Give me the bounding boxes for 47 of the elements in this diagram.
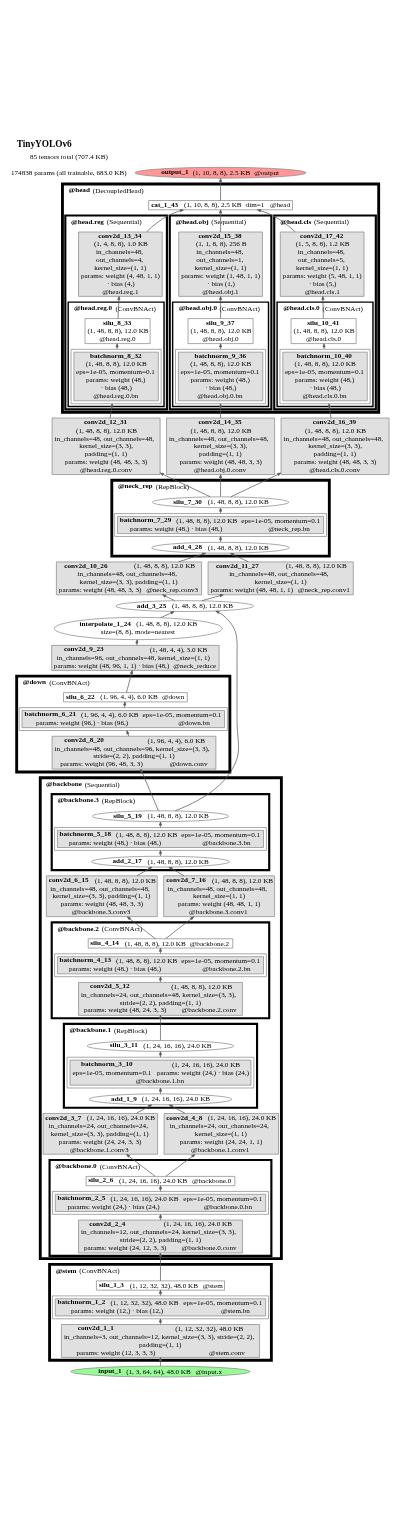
arrow [174,610,239,811]
arrow [159,976,162,983]
arrow [219,342,223,350]
arrow [219,473,223,497]
arrow [159,947,162,954]
arrow [219,295,223,319]
arrow [109,402,114,418]
diagram-title: TinyYOLOv6 [16,138,72,149]
arrow [126,915,156,939]
arrow [159,1318,162,1325]
arrow [219,402,223,418]
arrow [159,472,211,497]
arrow [230,552,249,562]
arrow [115,342,119,350]
arrow [219,535,223,542]
arrow [146,208,184,232]
arrow [165,915,194,939]
arrow [159,849,162,856]
arrow [162,594,175,601]
arrow [159,1087,162,1094]
arrow [169,1104,186,1114]
arrow [117,295,121,319]
arrow [136,866,153,876]
arrow [160,610,175,618]
arrow [168,866,185,876]
arrow [126,729,130,736]
arrow [327,402,332,418]
arrow [126,669,133,693]
arrow [165,1153,196,1177]
arrow [159,1213,162,1220]
arrow [230,472,282,497]
arrow [219,177,223,201]
arrow [136,1104,153,1114]
arrow [257,208,296,232]
arrow [135,638,139,645]
arrow [321,295,325,319]
arrow [140,768,159,811]
arrow [322,342,326,350]
arrow [159,1289,162,1296]
arrow [219,209,223,232]
arrow [126,1153,156,1177]
arrow [201,593,224,601]
arrow [178,552,206,562]
arrow [159,1252,162,1281]
arrow [159,1356,162,1366]
arrow [159,1014,162,1041]
arrow [219,507,223,514]
